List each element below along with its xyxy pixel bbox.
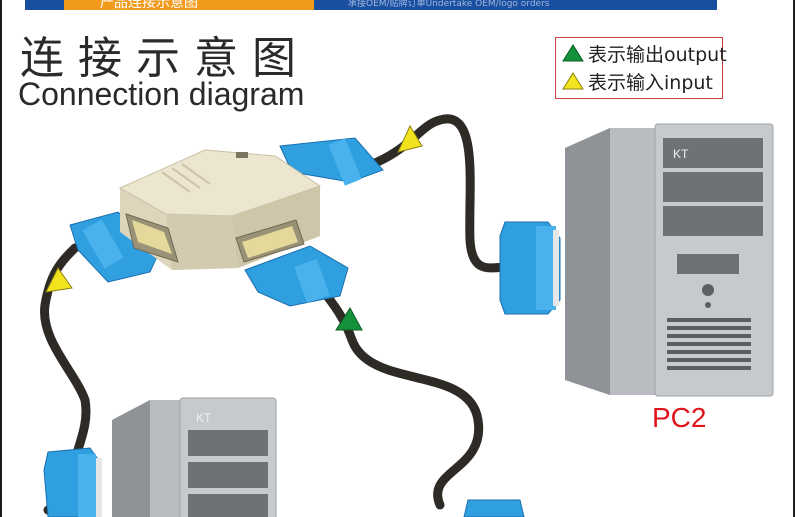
legend-input-row: 表示输入input [562,69,713,93]
legend-output-row: 表示输出output [562,41,727,65]
connector-bottom-end [464,500,524,517]
title-english: Connection diagram [18,76,304,113]
legend-box: 表示输出output 表示输入input [555,37,723,99]
switch-box [120,150,320,270]
legend-input-label: 表示输入input [588,68,713,95]
pc2-tower [565,124,773,396]
cable-to-pc2 [370,119,512,268]
yellow-triangle-icon [562,72,584,90]
cable-to-bottom [318,285,479,505]
pc1-tower [112,398,276,517]
legend-output-label: 表示输出output [588,40,727,67]
connector-pc2 [500,222,560,314]
pc1-brand-label: KT [196,411,212,425]
connector-pc1 [44,448,102,517]
pc2-label: PC2 [652,402,706,434]
pc2-brand-label: KT [673,147,689,161]
green-triangle-icon [562,44,584,62]
